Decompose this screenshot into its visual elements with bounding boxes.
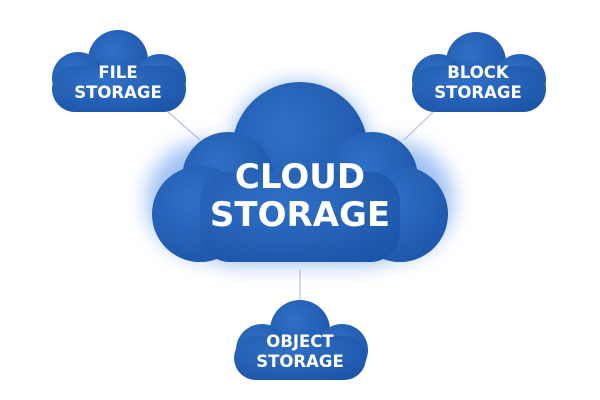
object-storage-label-line1: OBJECT xyxy=(266,332,334,351)
connector-file xyxy=(167,111,201,141)
block-storage-label-line1: BLOCK xyxy=(447,63,510,82)
block-storage-label-line2: STORAGE xyxy=(434,83,521,102)
center-cloud xyxy=(152,82,448,262)
object-storage-cloud xyxy=(234,300,368,380)
file-storage-label-line2: STORAGE xyxy=(74,83,161,102)
file-storage-cloud xyxy=(52,30,186,112)
connector-block xyxy=(403,111,434,141)
object-storage-label-line2: STORAGE xyxy=(256,352,343,371)
block-storage-cloud xyxy=(412,32,546,112)
center-cloud-title-line1: CLOUD xyxy=(235,157,365,197)
file-storage-label-line1: FILE xyxy=(98,63,137,82)
center-cloud-title-line2: STORAGE xyxy=(210,195,390,235)
